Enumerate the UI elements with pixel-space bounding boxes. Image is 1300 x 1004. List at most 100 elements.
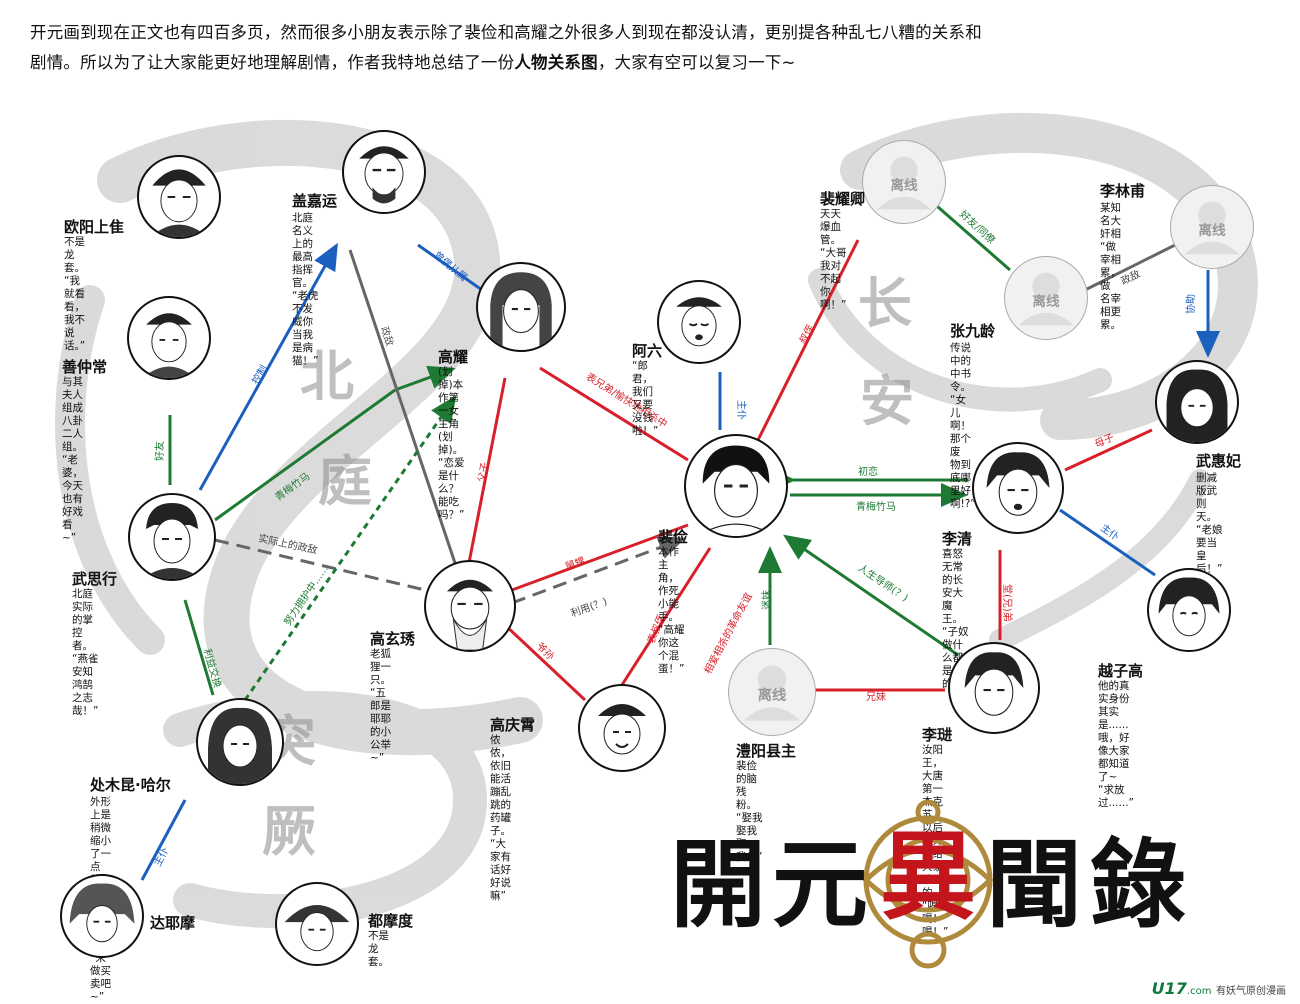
avatar-dumodu bbox=[275, 882, 359, 966]
avatar-wusi bbox=[128, 493, 216, 581]
intro-line-1: 开元画到现在正文也有四百多页，然而很多小朋友表示除了裴俭和高耀之外很多人到现在都… bbox=[30, 23, 982, 42]
name-gaoqing: 高庆霄 bbox=[490, 716, 536, 734]
desc-aliu: “郎君，我们又要没钱啦！” bbox=[632, 360, 659, 437]
logo-char-1: 開 bbox=[670, 828, 766, 941]
avatar-chumu bbox=[196, 698, 284, 786]
rel-label-assist: 协助 bbox=[1184, 294, 1197, 314]
rel-label-uncle-nephew: 舅甥 bbox=[564, 555, 587, 573]
line-liqing-yue bbox=[1059, 508, 1156, 577]
logo-ornament bbox=[862, 800, 994, 969]
desc-yue: 他的真实身份其实是...... 哦，好像大家都知道了~ “求放过......” bbox=[1098, 680, 1134, 809]
line-gaoxuan-peijian bbox=[511, 523, 689, 592]
watermark: U17.com 有妖气原创漫画 bbox=[1152, 979, 1286, 998]
name-wusi: 武思行 bbox=[72, 570, 118, 588]
desc-gaijia: 北庭名义上的最高指挥官。 “老虎不发威你当我是病猫！” bbox=[292, 212, 319, 367]
offline-label-peiyao: 离线 bbox=[890, 177, 918, 194]
line-gaoyao-arc bbox=[394, 365, 456, 392]
rel-label-father-son: 父子 bbox=[476, 461, 491, 483]
rel-label-control: 控制 bbox=[249, 363, 270, 387]
avatar-shan bbox=[127, 296, 211, 380]
name-ouyang: 欧阳上隹 bbox=[64, 218, 125, 236]
name-gaijia: 盖嘉运 bbox=[292, 192, 338, 210]
avatar-zhang-offline: 离线 bbox=[1004, 256, 1088, 340]
logo-char-2: 元 bbox=[772, 828, 868, 941]
avatar-gaijia bbox=[342, 130, 426, 214]
avatar-ouyang bbox=[137, 155, 221, 239]
line-lijin-peijian bbox=[783, 534, 959, 657]
desc-peiyao: 天天爆血管。 “大哥我对不起你啊！” bbox=[820, 208, 847, 311]
desc-shan: 与其夫人组成八卦二人组。 “老婆，今天也有好戏看~” bbox=[62, 376, 83, 544]
line-peiyao-peijian bbox=[756, 239, 860, 441]
region-changan-1: 长 bbox=[858, 271, 912, 335]
relationship-lines bbox=[140, 198, 1220, 881]
line-gaoyao-gaoxuan bbox=[466, 377, 507, 569]
rel-label-fangirl: 迷妹 bbox=[761, 590, 773, 610]
intro-line-2: 剧情。所以为了让大家能更好地理解剧情，作者我特地总结了一份人物关系图，大家有空可… bbox=[30, 48, 1280, 78]
region-beiting-2: 庭 bbox=[318, 449, 372, 513]
avatar-liyang-offline: 离线 bbox=[728, 648, 816, 736]
name-chumu: 处木昆·哈尔 bbox=[90, 776, 171, 794]
rel-label-use: 利用(？) bbox=[569, 595, 609, 619]
watermark-brand: U17 bbox=[1151, 979, 1187, 998]
offline-label-zhang: 离线 bbox=[1032, 293, 1060, 310]
title-logo: 開 元 異 聞 錄 bbox=[670, 800, 1186, 969]
name-shan: 善仲常 bbox=[62, 358, 108, 376]
line-chumu-dayemo bbox=[140, 799, 187, 881]
desc-gaoqing: 侬侬，依旧能活 蹦乱跳的药罐子。 “大家有话好好说嘛” bbox=[490, 734, 511, 902]
line-gaoqing-peijian bbox=[618, 547, 712, 689]
avatar-gaoxuan bbox=[424, 560, 516, 652]
avatar-lilinfu-offline: 离线 bbox=[1170, 185, 1254, 269]
logo-char-4: 聞 bbox=[986, 828, 1082, 941]
rel-label-first-love: 初恋 bbox=[858, 465, 878, 478]
desc-liyang: 裴俭的脑残粉。 “娶我娶我娶我！” bbox=[736, 760, 763, 863]
avatar-gaoqing bbox=[578, 684, 666, 772]
line-gaijia-gaoyao bbox=[417, 243, 483, 292]
desc-dumodu: 不是龙套。 bbox=[368, 930, 389, 968]
line-wusi-gaoyao bbox=[214, 388, 396, 522]
intro-highlight: 人物关系图 bbox=[514, 53, 598, 72]
intro-line-2c: ，大家有空可以复习一下~ bbox=[597, 53, 796, 72]
line-gaoxuan-peijian-use bbox=[511, 536, 686, 605]
desc-wusi: 北庭实际的掌控者。 “燕雀安知鸿鹄之志哉！” bbox=[72, 588, 99, 717]
line-gaoyao-peijian bbox=[539, 366, 689, 462]
line-gaijia-gaoxuan bbox=[348, 249, 462, 579]
desc-peijian: 本作主角，作死小能手。 “高耀你这个混蛋！” bbox=[658, 546, 685, 675]
name-gaoyao: 高耀 bbox=[438, 348, 469, 366]
avatar-aliu bbox=[657, 280, 741, 364]
line-lilin-zhang bbox=[1084, 238, 1186, 292]
watermark-slogan: 有妖气原创漫画 bbox=[1216, 986, 1286, 997]
avatar-gaoyao bbox=[476, 262, 566, 352]
name-zhang: 张九龄 bbox=[950, 322, 996, 340]
rel-label-grandpa: 爷孙 bbox=[534, 639, 557, 662]
name-dayemo: 达耶摩 bbox=[150, 914, 196, 932]
name-aliu: 阿六 bbox=[632, 342, 663, 360]
desc-wuhui: 删减版武则天。 “老娘要当皇后！” bbox=[1196, 472, 1223, 575]
rel-label-master-servant-1: 主仆 bbox=[735, 400, 747, 420]
desc-gaoxuan: 老狐狸一只。 “五郎是耶耶的小公举~” bbox=[370, 648, 391, 764]
name-peijian: 裴俭 bbox=[658, 528, 689, 546]
avatar-yue bbox=[1147, 568, 1231, 652]
intro-line-2a: 剧情。所以为了让大家能更好地理解剧情，作者我特地总结了一份 bbox=[30, 53, 515, 72]
rel-label-friend: 好友 bbox=[153, 441, 166, 461]
line-peiyao-zhang bbox=[929, 198, 1011, 272]
offline-label-liyang: 离线 bbox=[758, 686, 787, 704]
offline-label-lilinfu: 离线 bbox=[1198, 222, 1226, 239]
region-beiting-1: 北 bbox=[300, 344, 354, 408]
rel-label-support: 努力拥护中…… bbox=[281, 562, 331, 627]
name-peiyao: 裴耀卿 bbox=[820, 190, 866, 208]
name-lilinfu: 李林甫 bbox=[1100, 182, 1146, 200]
rel-label-mentor: 人生导师(？) bbox=[856, 561, 911, 604]
name-liyang: 澧阳县主 bbox=[736, 742, 797, 760]
desc-zhang: 传说中的中书令。 “女儿啊！那个废 物到底哪里好啊!?” bbox=[950, 342, 976, 510]
avatar-lijin bbox=[948, 642, 1040, 734]
line-wusi-gaijia bbox=[198, 242, 338, 491]
avatar-peijian bbox=[684, 434, 788, 538]
logo-char-3: 異 bbox=[880, 820, 976, 933]
line-liqing-wuhui bbox=[1064, 428, 1153, 472]
region-tujue-2: 厥 bbox=[262, 799, 316, 863]
avatar-peiyao-offline: 离线 bbox=[862, 140, 946, 224]
line-gaoxuan-gaoqing bbox=[503, 623, 587, 702]
ink-swirl-background bbox=[55, 113, 1258, 929]
line-chumu-gaoyao bbox=[243, 395, 457, 701]
name-dumodu: 都摩度 bbox=[368, 912, 414, 930]
